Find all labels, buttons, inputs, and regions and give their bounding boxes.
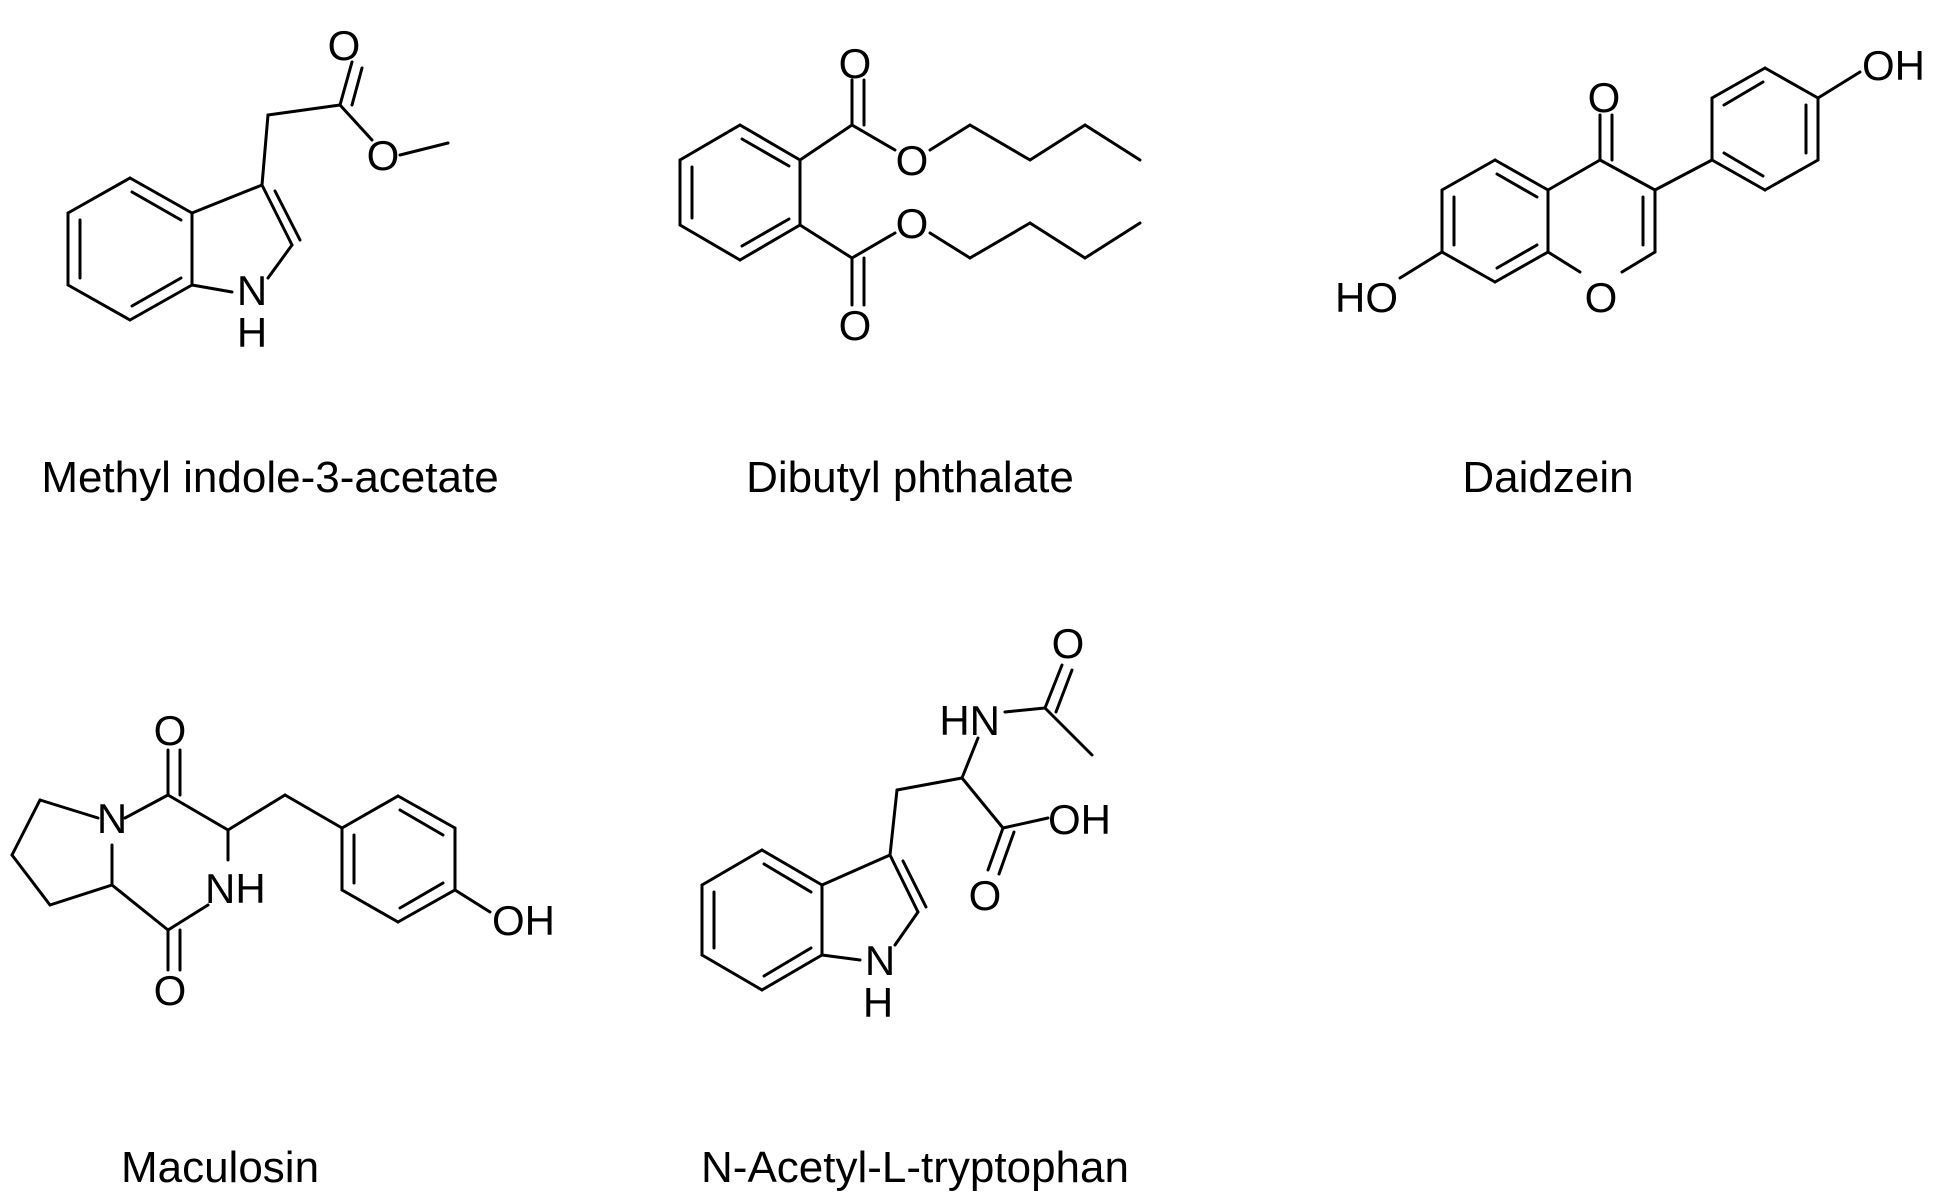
atom-label: H: [237, 309, 267, 356]
atom-label: N: [97, 795, 127, 842]
atom-label: O: [154, 967, 187, 1014]
atom-label: O: [154, 707, 187, 754]
atom-label: O: [896, 200, 929, 247]
atom-label: HO: [1335, 274, 1398, 321]
compound-name: Daidzein: [1462, 453, 1633, 502]
atom-label: OH: [492, 897, 555, 944]
structure-bonds: [10, 748, 492, 972]
structure-bonds: [66, 60, 450, 322]
compound-name: Dibutyl phthalate: [746, 453, 1074, 502]
atom-label: HN: [939, 697, 1000, 744]
compound-n-acetyl-l-tryptophan: O HN OH O N H N-Acetyl-L-tryptophan: [700, 620, 1129, 1192]
atom-label: O: [839, 40, 872, 87]
atom-label: H: [863, 979, 893, 1026]
atom-label: O: [969, 872, 1002, 919]
structure-bonds: [678, 78, 1142, 307]
atom-label: N: [865, 937, 895, 984]
atom-label: O: [1588, 74, 1621, 121]
compound-name: Maculosin: [121, 1143, 319, 1192]
atom-label: NH: [205, 865, 266, 912]
compound-name: N-Acetyl-L-tryptophan: [701, 1143, 1129, 1192]
atom-label: O: [896, 137, 929, 184]
atom-label: O: [328, 22, 361, 69]
compound-methyl-indole-3-acetate: O O N H Methyl indole-3-acetate: [41, 22, 498, 502]
atom-label: N: [237, 267, 267, 314]
structure-bonds: [1398, 66, 1862, 284]
compound-name: Methyl indole-3-acetate: [41, 453, 498, 502]
compound-daidzein: OH O O HO Daidzein: [1335, 42, 1925, 502]
atom-label: OH: [1862, 42, 1925, 89]
atom-label: O: [1052, 620, 1085, 667]
atom-label: O: [367, 132, 400, 179]
atom-label: O: [839, 302, 872, 349]
compound-dibutyl-phthalate: O O O O Dibutyl phthalate: [678, 40, 1142, 502]
compound-maculosin: O N NH O OH Maculosin: [10, 707, 555, 1192]
atom-label: O: [1585, 274, 1618, 321]
atom-label: OH: [1048, 796, 1111, 843]
structure-bonds: [700, 663, 1094, 992]
